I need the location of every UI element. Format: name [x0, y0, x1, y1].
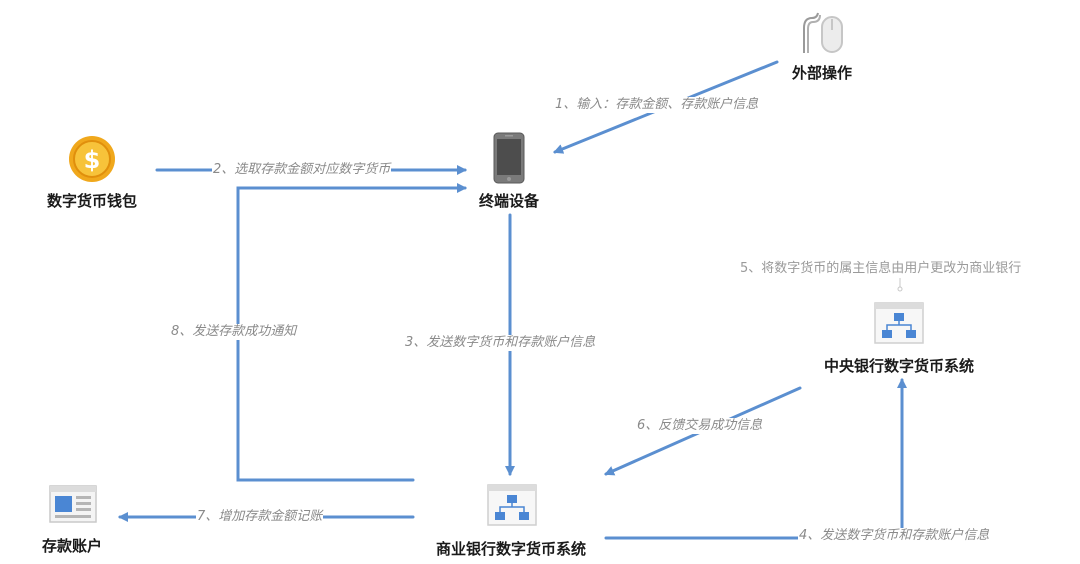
edge-label-step-7: 7、增加存款金额记账	[196, 509, 324, 525]
edge-label-step-2: 2、选取存款金额对应数字货币	[212, 162, 392, 178]
edge-label-step-3: 3、发送数字货币和存款账户信息	[404, 335, 597, 351]
node-external-operation: 外部操作	[791, 64, 853, 82]
hierarchy-window-icon	[874, 302, 924, 344]
edge-label-step-1: 1、输入：存款金额、存款账户信息	[554, 97, 760, 113]
edge-label-step-8: 8、发送存款成功通知	[170, 324, 298, 340]
svg-text:$: $	[84, 146, 101, 174]
node-commercial-bank-system: 商业银行数字货币系统	[435, 540, 587, 558]
edge-label-step-4: 4、发送数字货币和存款账户信息	[798, 528, 991, 544]
node-terminal-device: 终端设备	[478, 192, 540, 210]
arrow-step-4	[604, 378, 907, 540]
ledger-window-icon	[49, 485, 97, 523]
node-central-bank-system: 中央银行数字货币系统	[823, 357, 975, 375]
smartphone-icon	[493, 132, 525, 184]
node-digital-wallet: 数字货币钱包	[46, 192, 138, 210]
dollar-coin-icon: $	[69, 136, 115, 182]
edge-label-step-6: 6、反馈交易成功信息	[636, 418, 764, 434]
note-connector-dot	[897, 286, 903, 292]
node-deposit-account: 存款账户	[41, 537, 103, 555]
hierarchy-window-icon	[487, 484, 537, 526]
mouse-icon	[803, 12, 843, 53]
note-step-5: 5、将数字货币的属主信息由用户更改为商业银行	[740, 261, 1022, 276]
